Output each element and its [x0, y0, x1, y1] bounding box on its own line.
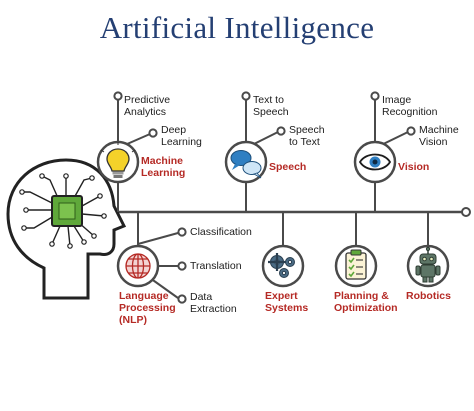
sub-nodes — [113, 91, 416, 304]
robot-icon — [415, 246, 441, 283]
head-chip-icon — [6, 158, 127, 300]
expert-systems-label: Expert Systems — [265, 290, 309, 314]
deep-learning-label: Deep Learning — [161, 124, 202, 148]
speech-node — [224, 140, 268, 184]
vision-label: Vision — [398, 161, 430, 173]
speech-bubbles-icon — [230, 150, 262, 179]
eye-icon — [358, 153, 392, 171]
nlp-label: Language Processing (NLP) — [119, 290, 176, 326]
expert-systems-node — [261, 244, 305, 288]
globe-icon — [125, 253, 151, 279]
planning-optimization-label: Planning & Optimization — [334, 290, 398, 314]
timeline-end-node — [461, 207, 471, 217]
planning-node — [334, 244, 378, 288]
lightbulb-icon — [100, 142, 136, 178]
connectors — [117, 96, 429, 299]
nlp-node — [116, 244, 160, 288]
machine-learning-label: Machine Learning — [141, 155, 186, 179]
speech-label: Speech — [269, 161, 307, 173]
robotics-label: Robotics — [406, 290, 451, 302]
translation-label: Translation — [190, 260, 242, 272]
image-recognition-label: Image Recognition — [382, 94, 438, 118]
predictive-analytics-label: Predictive Analytics — [124, 94, 171, 118]
text-to-speech-label: Text to Speech — [253, 94, 289, 118]
robotics-node — [406, 244, 450, 288]
machine-vision-label: Machine Vision — [419, 124, 459, 148]
machine-learning-node — [96, 140, 140, 184]
speech-to-text-label: Speech to Text — [289, 124, 325, 148]
checklist-icon — [345, 249, 367, 280]
gears-icon — [268, 253, 295, 278]
vision-node — [353, 140, 397, 184]
data-extraction-label: Data Extraction — [190, 291, 237, 315]
page-title: Artificial Intelligence — [99, 10, 375, 45]
classification-label: Classification — [190, 226, 252, 238]
